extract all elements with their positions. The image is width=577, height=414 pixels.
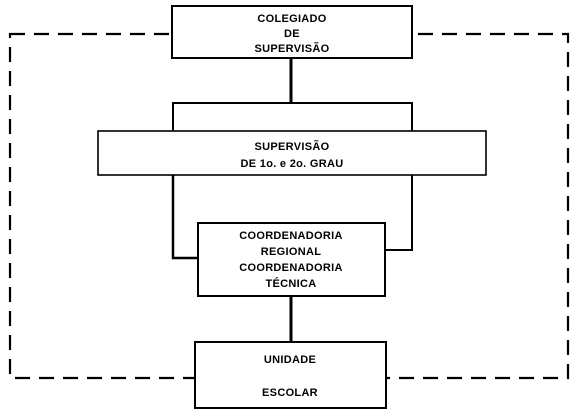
node-unidade: UNIDADE ESCOLAR [195,342,386,408]
node-coordenadoria-line-3: COORDENADORIA [239,262,343,274]
connector-left-side [173,175,198,258]
dashed-boundary [10,34,568,378]
node-unidade-line-2: ESCOLAR [262,387,318,399]
connector-bracket-top [173,103,412,131]
node-supervisao: SUPERVISÃO DE 1o. e 2o. GRAU [98,131,486,175]
node-supervisao-line-2: DE 1o. e 2o. GRAU [241,158,344,170]
node-colegiado-line-1: COLEGIADO [257,13,326,25]
node-coordenadoria: COORDENADORIA REGIONAL COORDENADORIA TÉC… [198,223,385,296]
node-coordenadoria-line-4: TÉCNICA [266,277,317,290]
node-colegiado-line-3: SUPERVISÃO [255,42,330,55]
node-supervisao-line-1: SUPERVISÃO [255,140,330,153]
connector-right-side [385,175,412,250]
node-coordenadoria-line-1: COORDENADORIA [239,230,343,242]
node-coordenadoria-line-2: REGIONAL [261,246,321,258]
node-colegiado: COLEGIADO DE SUPERVISÃO [172,6,412,58]
node-unidade-line-1: UNIDADE [264,354,316,366]
node-colegiado-line-2: DE [284,28,300,40]
